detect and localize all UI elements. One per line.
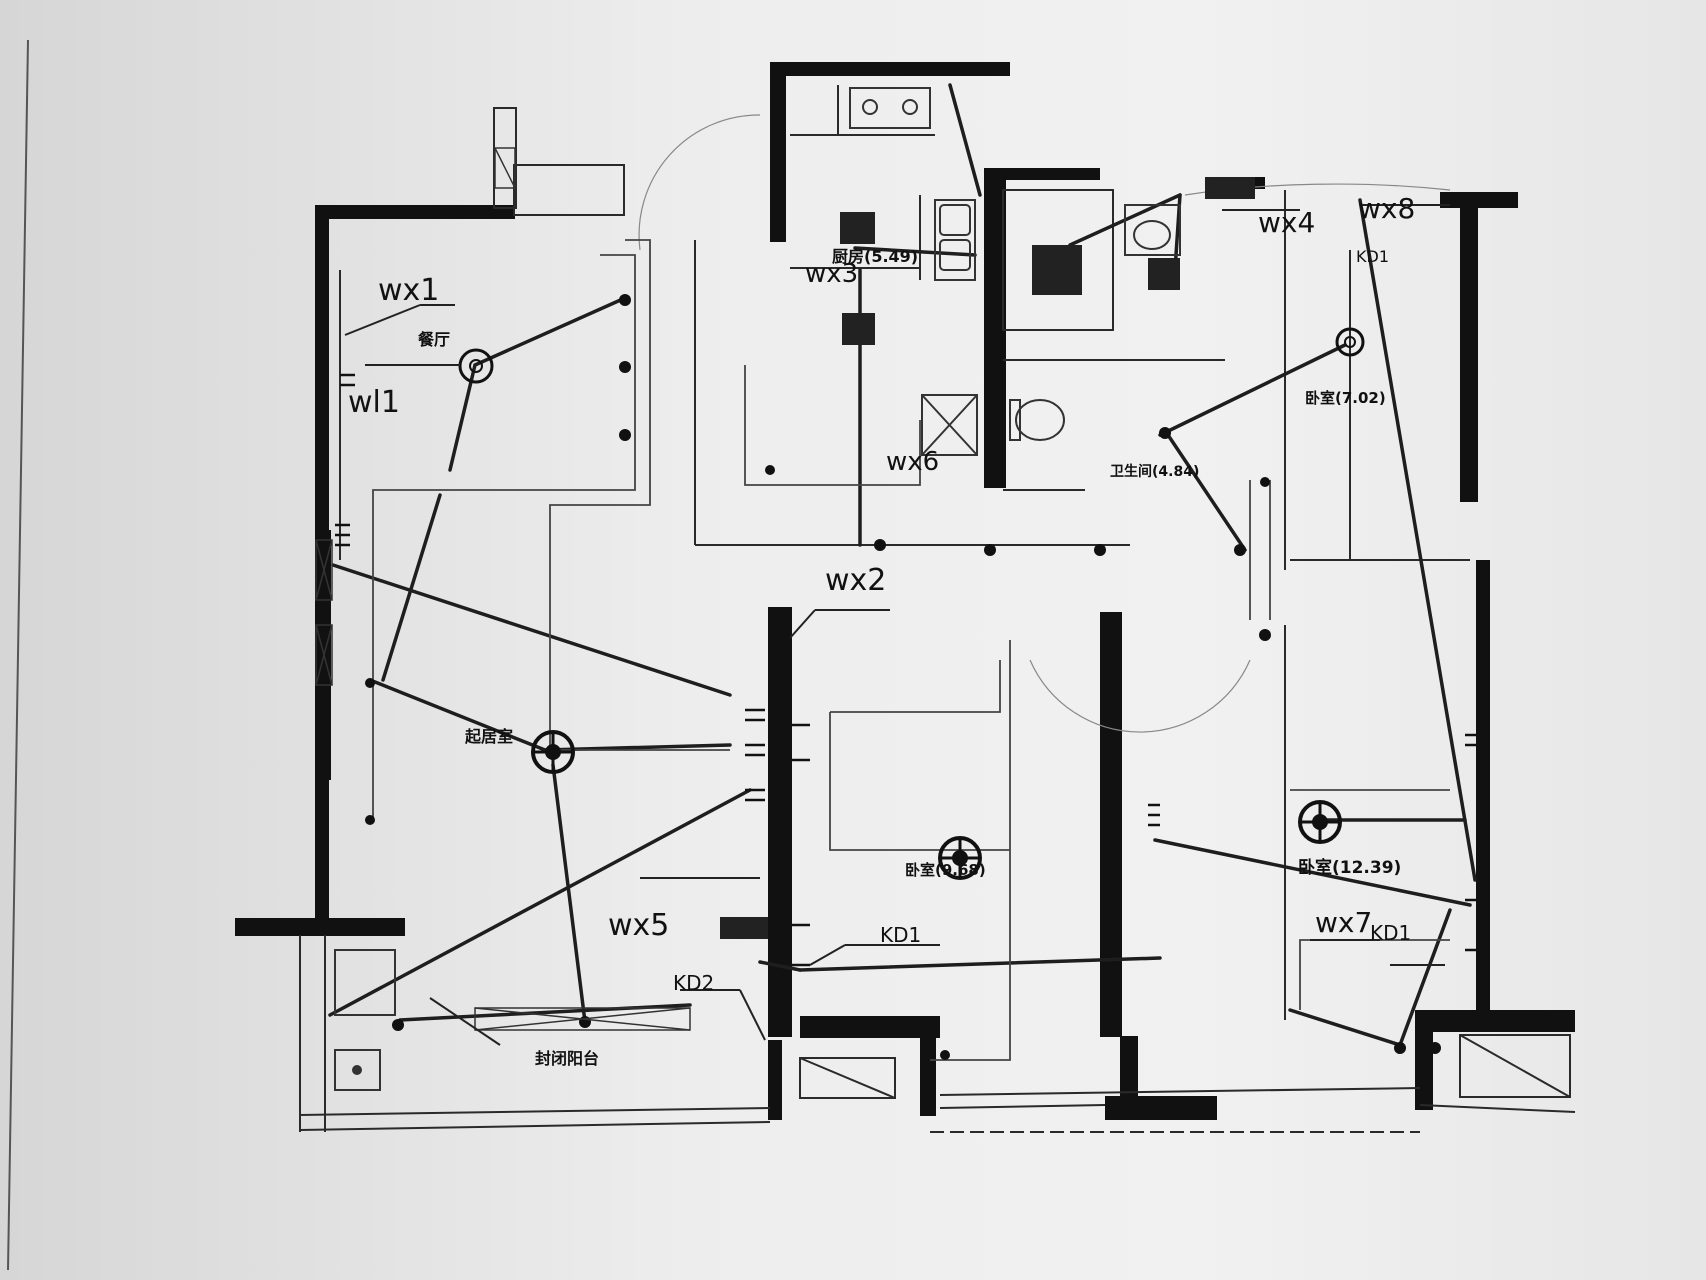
label-kd1-right: KD1 [1370,921,1411,945]
label-wx4: wx4 [1258,206,1315,239]
vent-boxes [315,147,516,686]
ceiling-light-living [531,730,575,774]
label-wx3: wx3 [805,259,858,289]
label-wx8: wx8 [1358,192,1415,225]
circuit-wiring [328,83,1477,1047]
kitchen-stove [849,87,931,129]
label-leaders [344,204,1450,1046]
shower-box [921,394,978,456]
balcony-hatch [474,1007,691,1031]
room-label-bedroom-right: 卧室(12.39) [1298,857,1401,878]
label-kd1-mid: KD1 [880,923,921,947]
label-kd1-top: KD1 [1356,247,1389,266]
ceiling-light-small-bedroom [1335,327,1365,357]
label-wx6: wx6 [886,447,939,477]
label-wx5: wx5 [608,908,669,943]
room-label-bedroom-small: 卧室(7.02) [1305,389,1386,407]
washbasin [1124,204,1181,256]
room-label-bedroom-mid: 卧室(9.68) [905,861,986,879]
ceiling-light-bedroom-right [1298,800,1342,844]
room-label-bath: 卫生间(4.84) [1110,463,1199,480]
label-wl1: wl1 [348,385,400,420]
toilet [1009,399,1065,441]
conduit-routes [372,239,1450,1061]
walls [235,62,1575,1120]
label-wx1: wx1 [378,273,439,308]
balcony-sink [334,949,396,1091]
ceiling-light-bedroom-mid [938,836,982,880]
room-label-dining: 餐厅 [417,330,450,349]
wiring-nodes [365,294,1441,1060]
door-arcs [638,114,1451,733]
room-label-balcony: 封闭阳台 [535,1049,599,1068]
sheet-border-line [7,39,29,1271]
thin-walls [299,85,1576,1133]
outlet-ticks [335,373,1478,967]
junction-boxes [720,177,1255,939]
label-wx2: wx2 [825,563,886,598]
room-label-kitchen: 厨房(5.49) [832,247,918,266]
label-wx7: wx7 [1315,906,1372,939]
label-kd2: KD2 [673,971,714,995]
room-label-living: 起居室 [464,727,513,746]
kitchen-sink [934,199,976,281]
